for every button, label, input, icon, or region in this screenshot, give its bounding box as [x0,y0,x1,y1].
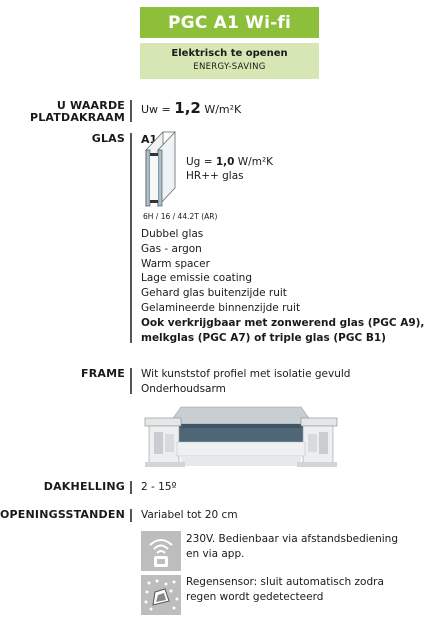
u-value-prefix: Uw = [141,103,171,116]
opening-feature-remote: 230V. Bedienbaar via afstandsbediening e… [186,532,398,562]
u-value-label-line2: PLATDAKRAAM [29,111,125,124]
slope-value: 2 - 15º [141,481,177,493]
glass-note-line2: melkglas (PGC A7) of triple glas (PGC B1… [141,331,386,344]
u-value-label-line1: U WAARDE [56,99,125,112]
glass-cross-section-icon [145,130,176,208]
product-subtitle-box: Elektrisch te openen ENERGY-SAVING [140,43,319,79]
product-title: PGC A1 Wi-fi [140,7,319,38]
u-value-unit: W/m²K [204,103,242,116]
opening-feature-rain: Regensensor: sluit automatisch zodra reg… [186,575,384,605]
glass-ug-block: Ug = 1,0 W/m²K HR++ glas [186,155,273,183]
list-item: Gelamineerde binnenzijde ruit [141,301,301,314]
opening-value: Variabel tot 20 cm [141,509,238,521]
frame-profile-image [144,406,338,467]
slope-label: DAKHELLING [43,480,125,493]
glass-label: GLAS [91,132,125,145]
list-item: Dubbel glas [141,228,204,240]
list-item: Gehard glas buitenzijde ruit [141,287,287,300]
divider-frame [130,368,132,394]
opening-label: OPENINGSSTANDEN [0,508,125,521]
list-item: Warm spacer [141,257,210,270]
divider-slope [130,481,132,494]
feature-remote-line2: en via app. [186,547,245,560]
u-value-label: U WAARDE PLATDAKRAAM [30,100,125,124]
frame-description: Wit kunststof profiel met isolatie gevul… [141,367,350,397]
feature-remote-line1: 230V. Bedienbaar via afstandsbediening [186,533,398,545]
list-item: Gas - argon [141,242,202,255]
divider-glass [130,133,132,343]
u-value-number: 1,2 [174,99,201,117]
glass-ug-type: HR++ glas [186,170,244,182]
divider-opening [130,509,132,522]
frame-label: FRAME [81,367,125,380]
glass-ug-value: Ug = 1,0 W/m²K [186,156,274,168]
divider-u-value [130,100,132,122]
glass-note-line1: Ook verkrijgbaar met zonwerend glas (PGC… [141,316,425,329]
glass-features-list: Dubbel glas Gas - argon Warm spacer Lage… [141,227,424,345]
frame-line1: Wit kunststof profiel met isolatie gevul… [141,368,351,380]
rain-sensor-icon [141,575,181,615]
feature-rain-line2: regen wordt gedetecteerd [186,590,324,603]
frame-line2: Onderhoudsarm [141,382,226,395]
glass-spec: 6H / 16 / 44.2T (AR) [143,212,218,221]
product-subtitle: Elektrisch te openen [171,48,288,59]
u-value-display: Uw = 1,2 W/m²K [141,99,241,117]
feature-rain-line1: Regensensor: sluit automatisch zodra [186,576,384,588]
product-tagline: ENERGY-SAVING [193,62,266,72]
remote-app-icon [141,531,181,571]
list-item: Lage emissie coating [141,272,252,285]
